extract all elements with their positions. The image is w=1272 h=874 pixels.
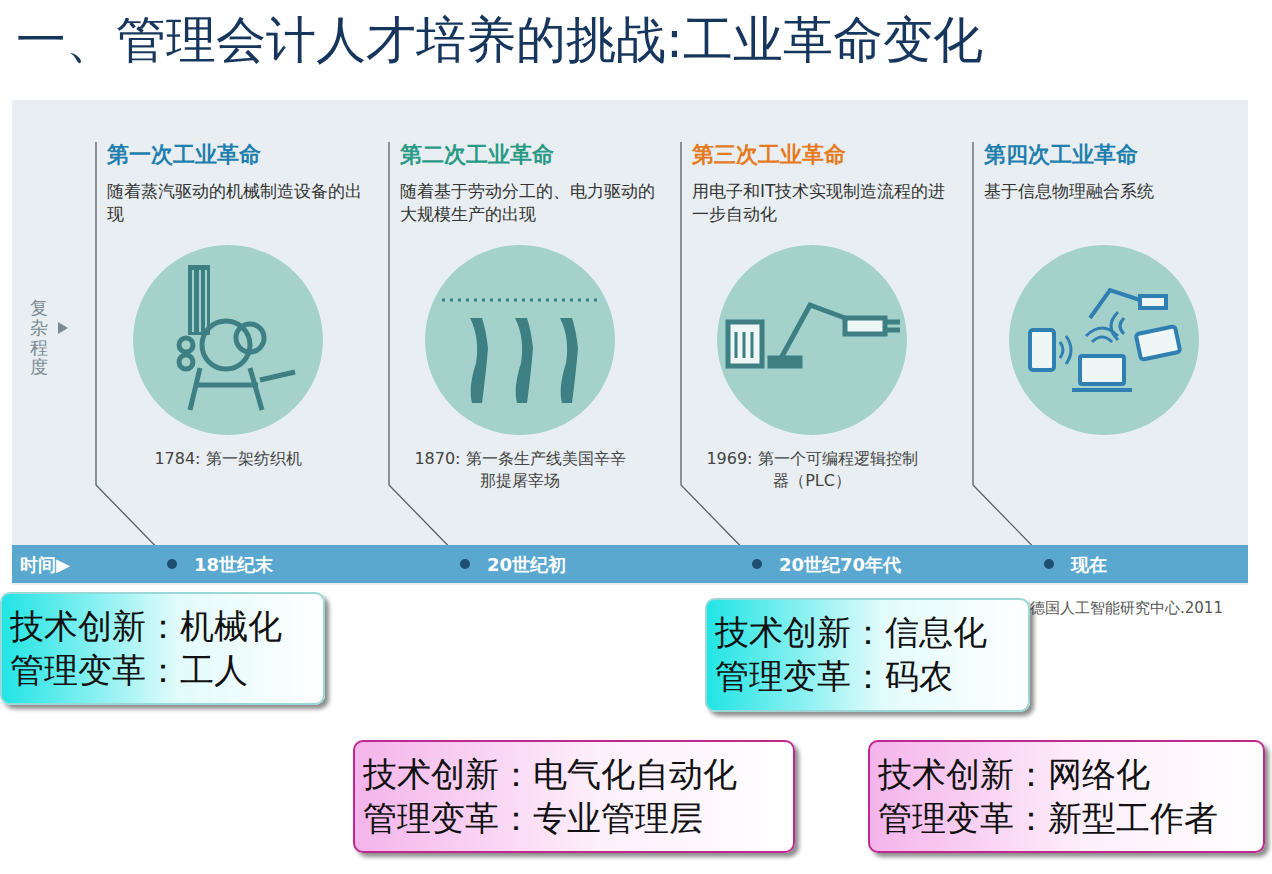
loom-icon — [179, 265, 295, 410]
era-circles — [133, 245, 1199, 435]
callout-text: 技术创新：网络化 — [878, 752, 1255, 796]
era-heading: 第三次工业革命 — [692, 140, 972, 170]
title: 一、管理会计人才培养的挑战:工业革命变化 — [16, 8, 983, 73]
callout-box: 技术创新：电气化自动化管理变革：专业管理层 — [353, 740, 795, 853]
timeline-bar: 时间▶ 18世纪末 20世纪初 20世纪70年代 现在 — [12, 545, 1248, 583]
timeline-label: 时间▶ — [20, 553, 70, 577]
callout-text: 管理变革：工人 — [10, 648, 315, 692]
source-note: 德国人工智能研究中心.2011 — [1030, 598, 1270, 618]
era-heading: 第四次工业革命 — [984, 140, 1244, 170]
callout-box: 技术创新：机械化管理变革：工人 — [0, 592, 325, 705]
conveyor-icon — [442, 300, 598, 403]
panel-ground — [12, 100, 1248, 585]
callout-text: 技术创新：电气化自动化 — [363, 752, 785, 796]
era-description: 随着基于劳动分工的、电力驱动的大规模生产的出现 — [400, 180, 668, 226]
callout-text: 技术创新：机械化 — [10, 604, 315, 648]
network-icon — [1030, 290, 1180, 390]
timeline-label: 20世纪初 — [487, 553, 566, 577]
era-description: 用电子和IT技术实现制造流程的进一步自动化 — [692, 180, 960, 226]
milestone: 1969: 第一个可编程逻辑控制器（PLC） — [702, 448, 922, 491]
era-heading: 第一次工业革命 — [107, 140, 387, 170]
timeline-ground — [12, 545, 1248, 583]
timeline-label: 20世纪70年代 — [779, 553, 901, 577]
axis-label: 复杂程度 — [30, 298, 48, 377]
milestone: 1870: 第一条生产线美国辛辛那提屠宰场 — [410, 448, 630, 491]
callout-text: 管理变革：新型工作者 — [878, 796, 1255, 840]
callout-box: 技术创新：网络化管理变革：新型工作者 — [868, 740, 1265, 853]
callout-text: 管理变革：码农 — [715, 654, 1020, 698]
axis-arrow — [58, 322, 68, 334]
era-description: 随着蒸汽驱动的机械制造设备的出现 — [107, 180, 375, 226]
era-heading: 第二次工业革命 — [400, 140, 680, 170]
callout-text: 技术创新：信息化 — [715, 610, 1020, 654]
callout-text: 管理变革：专业管理层 — [363, 796, 785, 840]
milestone: 1784: 第一架纺织机 — [118, 448, 338, 470]
callout-box: 技术创新：信息化管理变革：码农 — [705, 598, 1030, 712]
timeline-label: 18世纪末 — [194, 553, 273, 577]
robot-arm-icon — [728, 305, 900, 366]
timeline-label: 现在 — [1071, 553, 1107, 577]
timeline-dots — [167, 559, 1054, 569]
leader-lines — [96, 142, 1049, 563]
era-description: 基于信息物理融合系统 — [984, 180, 1239, 203]
